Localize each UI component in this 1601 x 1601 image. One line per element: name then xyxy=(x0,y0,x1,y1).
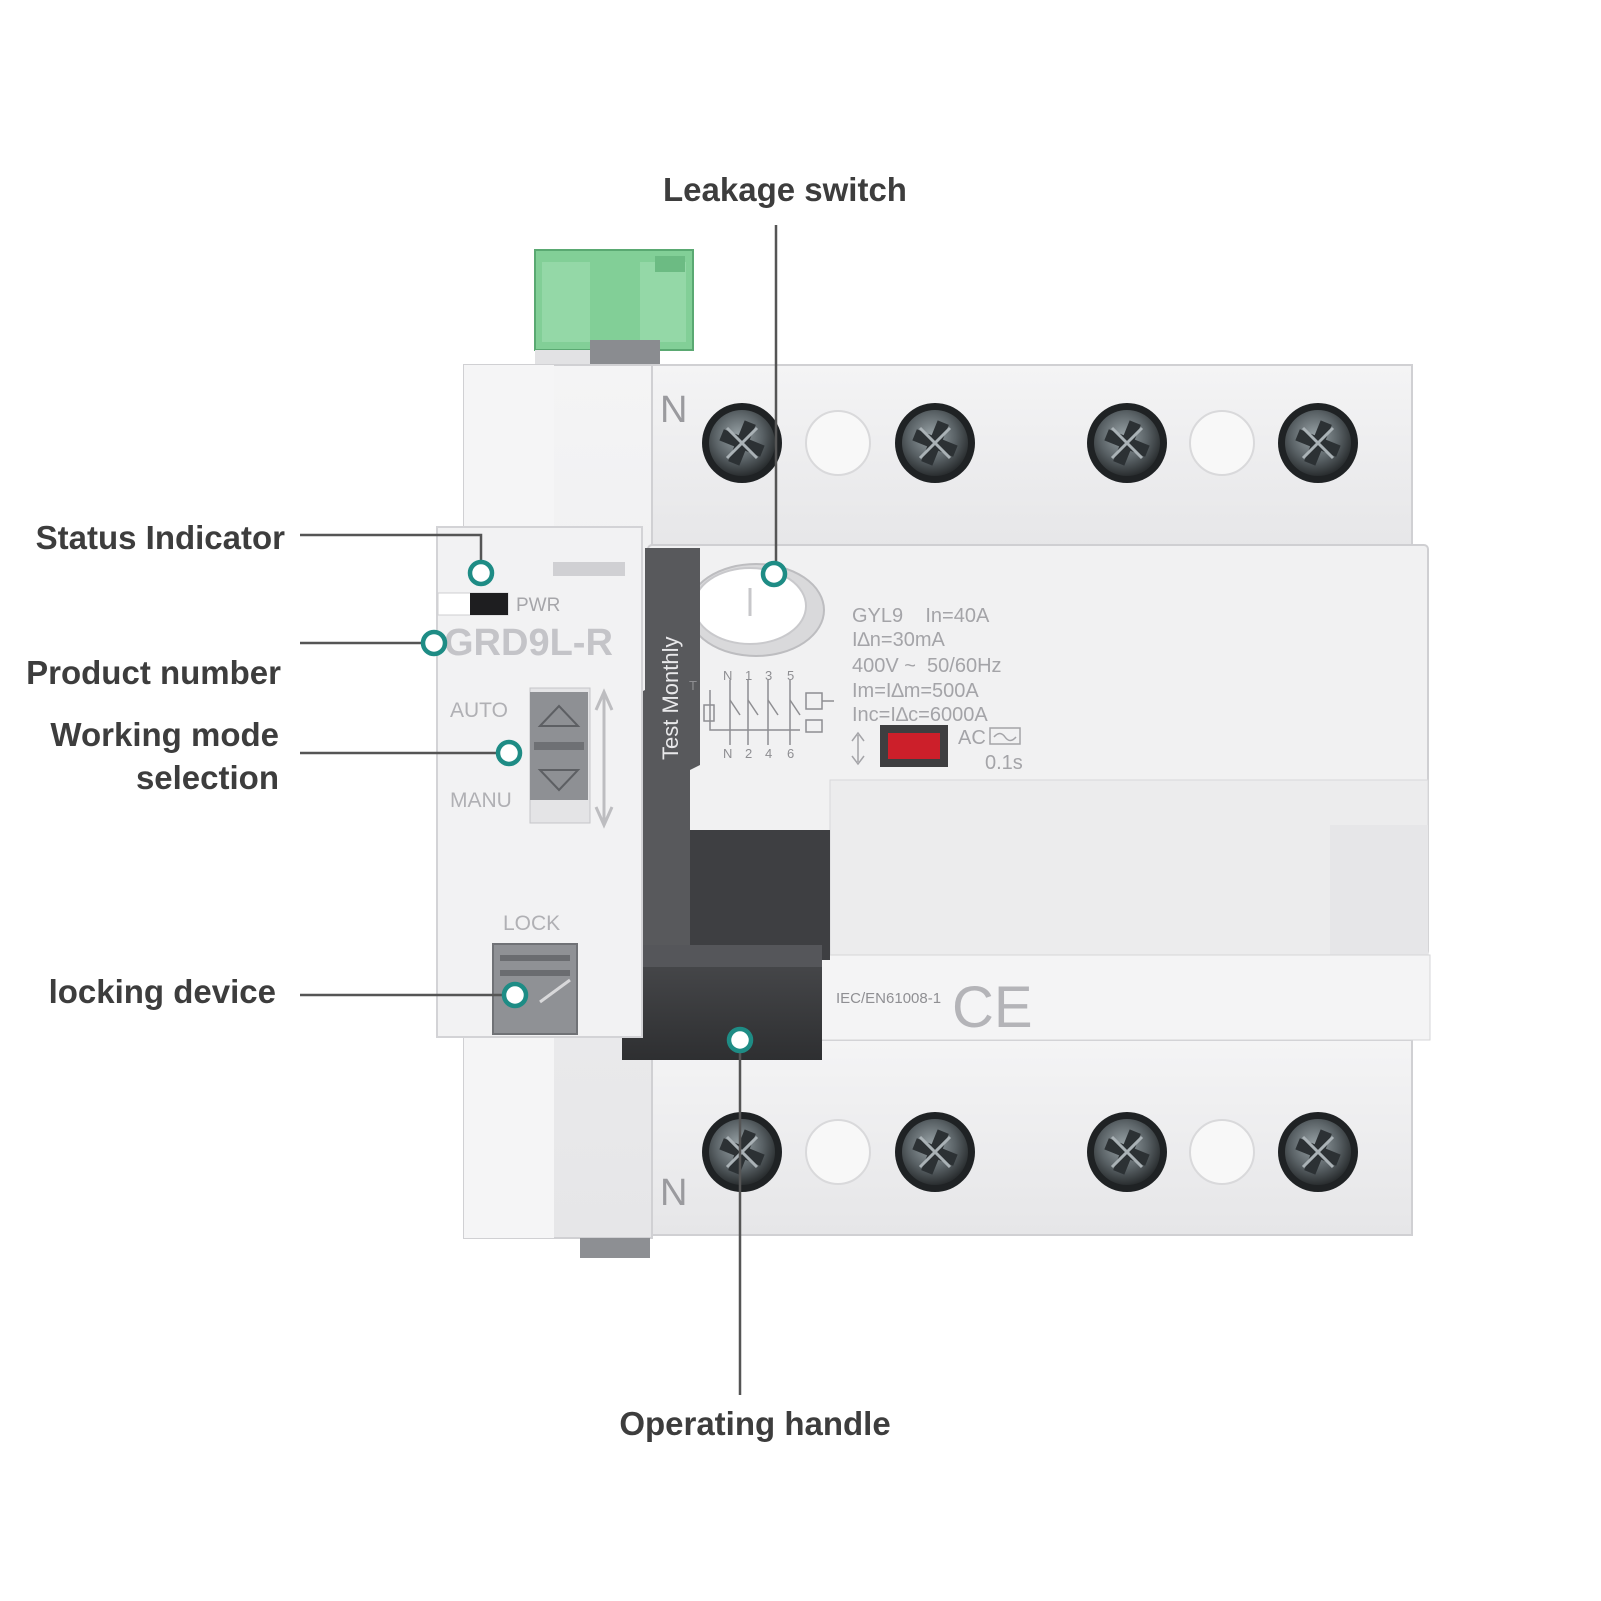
schematic-bottom-n: N xyxy=(723,746,732,761)
callout-operating-handle: Operating handle xyxy=(619,1405,891,1442)
callout-status-indicator: Status Indicator xyxy=(35,519,285,556)
top-screws xyxy=(700,401,1360,485)
schematic-top-1: 1 xyxy=(745,668,752,683)
schematic-bottom-2: 2 xyxy=(745,746,752,761)
ce-mark: CE xyxy=(952,975,1033,1040)
circle-marker-icon xyxy=(726,1026,754,1054)
manu-label: MANU xyxy=(450,789,512,812)
circle-marker-icon xyxy=(501,981,529,1009)
bottom-screws xyxy=(700,1110,1360,1194)
callout-markers xyxy=(420,559,788,1054)
mode-up-arrow-icon xyxy=(537,704,581,727)
callout-working-mode-line2: selection xyxy=(135,759,279,796)
double-arrow-icon xyxy=(594,688,614,829)
auto-label: AUTO xyxy=(450,699,508,722)
schematic-t: T xyxy=(689,678,697,693)
standard-label: IEC/EN61008-1 xyxy=(836,990,941,1007)
callout-leakage-switch: Leakage switch xyxy=(663,171,907,208)
schematic-top-5: 5 xyxy=(787,668,794,683)
spec-ac: AC xyxy=(958,727,986,749)
circuit-breaker-device: N N Test Monthly N 1 3 5 N 2 4 xyxy=(436,249,1431,1258)
spec-line-4: Im=I∆m=500A xyxy=(852,680,979,702)
spec-line-5: Inc=I∆c=6000A xyxy=(852,704,988,726)
mode-selector-switch[interactable] xyxy=(529,687,591,824)
operating-handle[interactable] xyxy=(622,830,830,1060)
ac-wave-box xyxy=(989,727,1021,745)
callout-working-mode-line1: Working mode xyxy=(50,716,279,753)
wiring-schematic xyxy=(703,680,834,745)
test-button[interactable] xyxy=(687,563,825,657)
spec-line-3: 400V ~ 50/60Hz xyxy=(852,655,1002,677)
mode-down-arrow-icon xyxy=(537,769,581,792)
circle-marker-icon xyxy=(760,560,788,588)
circle-marker-icon xyxy=(420,629,448,657)
spec-time: 0.1s xyxy=(985,752,1023,774)
model-number: GRD9L-R xyxy=(444,622,613,664)
circle-marker-icon xyxy=(495,739,523,767)
schematic-bottom-6: 6 xyxy=(787,746,794,761)
handle-housing xyxy=(625,548,700,1030)
lock-label: LOCK xyxy=(503,912,560,935)
terminal-block xyxy=(534,249,694,374)
circle-marker-icon xyxy=(467,559,495,587)
pwr-label: PWR xyxy=(516,595,560,616)
spec-line-1: GYL9 In=40A xyxy=(852,605,990,627)
updown-arrow-icon xyxy=(851,731,865,766)
neutral-label-top: N xyxy=(660,389,687,431)
schematic-bottom-4: 4 xyxy=(765,746,772,761)
control-panel: PWR GRD9L-R AUTO MANU LOCK xyxy=(436,526,643,1038)
test-monthly-label: Test Monthly xyxy=(658,637,683,761)
schematic-top-n: N xyxy=(723,668,732,683)
neutral-label-bottom: N xyxy=(660,1172,687,1214)
callout-locking-device: locking device xyxy=(48,973,276,1010)
callout-product-number: Product number xyxy=(26,654,281,691)
schematic-top-3: 3 xyxy=(765,668,772,683)
spec-line-2: I∆n=30mA xyxy=(852,629,946,651)
